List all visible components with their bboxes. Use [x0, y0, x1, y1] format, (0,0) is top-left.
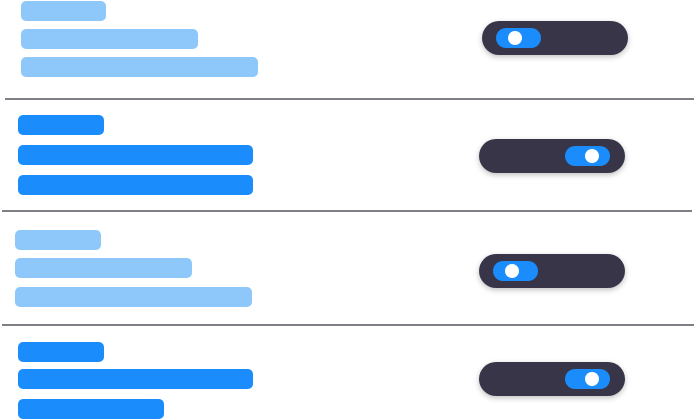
toggle-dot — [505, 264, 519, 278]
settings-row-4 — [0, 326, 696, 420]
text-placeholder-short — [18, 115, 104, 135]
row-divider — [2, 210, 692, 212]
text-placeholder-medium — [15, 258, 192, 278]
toggle-dot — [508, 31, 522, 45]
text-placeholder-long — [21, 57, 258, 77]
settings-row-3 — [0, 212, 696, 325]
toggle-dot — [585, 149, 599, 163]
text-placeholder-medium — [18, 145, 253, 165]
row-divider — [2, 324, 694, 326]
toggle-switch-3[interactable] — [479, 254, 625, 288]
toggle-dot — [585, 372, 599, 386]
text-placeholder-short — [15, 230, 101, 250]
text-placeholder-medium — [18, 369, 253, 389]
toggle-knob-off — [496, 28, 541, 48]
settings-row-1 — [0, 0, 696, 100]
text-placeholder-long — [18, 175, 253, 195]
toggle-switch-2[interactable] — [479, 139, 625, 173]
toggle-switch-4[interactable] — [479, 362, 625, 396]
settings-row-2 — [0, 100, 696, 212]
row-divider — [5, 98, 694, 100]
toggle-knob-on — [565, 146, 610, 166]
text-placeholder-long — [15, 287, 252, 307]
toggle-knob-on — [565, 369, 610, 389]
toggle-knob-off — [493, 261, 538, 281]
toggle-switch-1[interactable] — [482, 21, 628, 55]
text-placeholder-long — [18, 399, 164, 419]
text-placeholder-short — [21, 1, 106, 21]
text-placeholder-short — [18, 342, 104, 362]
text-placeholder-medium — [21, 29, 198, 49]
